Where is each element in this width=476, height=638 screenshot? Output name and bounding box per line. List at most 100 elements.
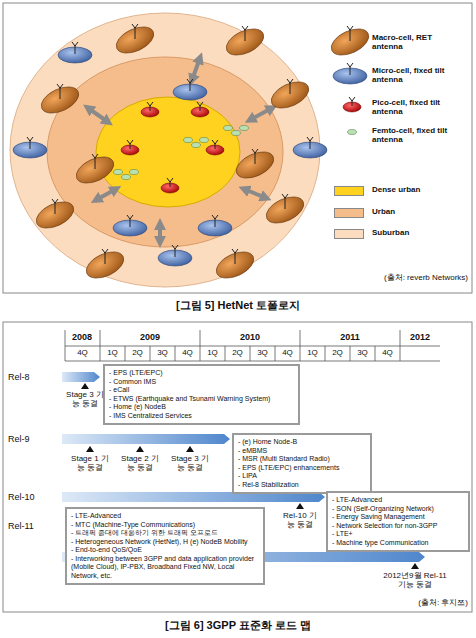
drawing-part [127,140,133,144]
drawing-part [32,197,78,234]
label: 3Q [250,348,275,357]
label: Rel-11 [8,521,60,531]
drawing-part [411,563,419,569]
drawing-part [65,346,440,347]
label: 3Q [150,348,175,357]
drawing-part [88,108,108,122]
drawing-part [200,330,201,361]
feature-item: - LTE-Advanced [71,512,259,521]
drawing-part [375,346,376,361]
label: Stage 2 기능 동결 [120,454,160,472]
feature-item: - LIPA [238,472,366,481]
drawing-part [100,330,101,361]
drawing-part [136,446,144,452]
drawing-part [307,137,313,141]
drawing-part [224,125,233,130]
drawing-part [232,249,238,253]
label: 2009 [130,332,170,342]
drawing-part [122,174,131,179]
label: 3Q [350,348,375,357]
drawing-part [158,224,162,242]
label: 2012 [400,332,440,342]
drawing-part [242,26,248,30]
feature-item: - eMBMS [238,447,366,456]
drawing-part [186,446,194,452]
drawing-part [72,42,78,46]
legend-text: Urban [372,207,458,216]
drawing-part [114,169,123,174]
label: 4Q [275,348,300,357]
drawing-part [232,130,241,135]
drawing-part [267,77,313,114]
feature-item: - Rel-8 Stabilization [238,481,366,490]
drawing-part [3,3,472,293]
drawing-part [250,346,251,361]
drawing-part [175,346,176,361]
feature-item: - Home (e) NodeB [109,403,294,412]
legend-swatch [334,186,364,196]
drawing-part [222,24,268,61]
label: 4Q [175,348,200,357]
feature-item: - IMS Centralized Services [109,412,294,421]
feature-item: - eCall [109,386,294,395]
drawing-part [147,102,153,106]
drawing-part [86,446,94,452]
drawing-part [130,169,139,174]
legend-swatch [334,208,364,218]
label: 2010 [230,332,270,342]
label: 2011 [330,332,370,342]
drawing-part [244,189,266,198]
drawing-part [72,152,118,189]
label: 4Q [70,348,95,357]
drawing-part [225,346,226,361]
drawing-part [52,199,58,203]
drawing-part [296,503,304,509]
drawing-part [62,434,230,444]
label: Rel-9 [8,434,60,444]
legend-text: Macro-cell, RET antenna [372,33,458,51]
drawing-part [112,22,158,59]
drawing-part [172,245,178,249]
legend-text: Dense urban [372,185,458,194]
feature-item: - SON (Self-Organizing Network) [332,505,464,514]
drawing-part [127,215,133,219]
drawing-part [350,346,351,361]
drawing-part [184,137,193,142]
drawing-part [187,79,193,83]
feature-item: - EPS (LTE/EPC) [109,369,294,378]
drawing-part [347,26,353,30]
label: (출처: 후지쯔) [300,598,468,607]
feature-box: - EPS (LTE/EPC)- Common IMS- eCall- ETWS… [103,364,300,425]
label: [그림 5] HetNet 토폴로지 [0,299,476,312]
drawing-part [10,13,320,287]
drawing-part [197,102,203,106]
drawing-part [65,330,440,361]
drawing-part [348,129,357,134]
drawing-part [3,322,472,612]
drawing-part [37,82,83,119]
drawing-part [252,149,258,153]
drawing-part [349,97,355,101]
label: 2Q [225,348,250,357]
label: Rel-8 [8,372,60,382]
drawing-part [96,189,116,200]
drawing-part [200,137,209,142]
label: Rel-10 기능 동결 [280,511,320,529]
drawing-part [65,330,66,361]
drawing-part [13,22,373,284]
drawing-part [102,249,108,253]
drawing-part [212,215,218,219]
drawing-part [325,346,326,361]
label: 2012년9월 Rel-11 기능 동결 [382,571,448,589]
drawing-part [212,247,258,284]
legend-swatch [334,229,364,239]
feature-item: - Interworking between 3GPP and data app… [71,555,259,581]
feature-item: - Energy Saving Management [332,513,464,522]
feature-item: - 트래픽 증대에 대응하기 위한 트래픽 오프로드 [71,529,259,538]
label: 2008 [62,332,102,342]
drawing-part [47,57,283,247]
feature-item: - MSR (Multi Standard Radio) [238,455,366,464]
drawing-part [81,383,89,389]
feature-item: - Common IMS [109,378,294,387]
drawing-part [82,247,128,284]
